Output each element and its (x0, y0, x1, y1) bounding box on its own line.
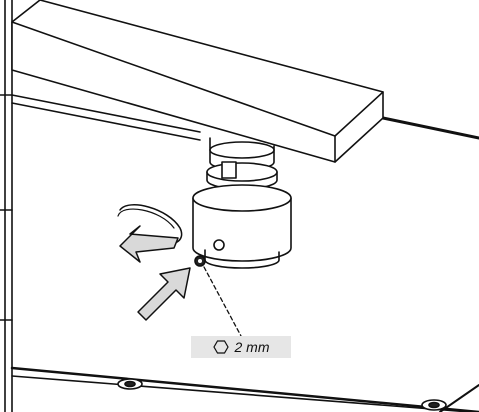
set-screw (194, 255, 206, 267)
frame-left-edge (0, 0, 13, 412)
base-plate (10, 366, 479, 412)
foot-stem (206, 137, 278, 190)
leader-line (203, 266, 242, 337)
rotation-arrow-icon (117, 204, 183, 263)
frame-top-panel (11, 94, 479, 141)
support-beam (11, 0, 384, 163)
hex-key-icon (212, 340, 229, 354)
tool-size-label: 2 mm (234, 339, 270, 355)
push-arrow-icon (137, 267, 191, 321)
tool-size-callout: 2 mm (191, 336, 291, 358)
leveling-foot (192, 184, 292, 269)
